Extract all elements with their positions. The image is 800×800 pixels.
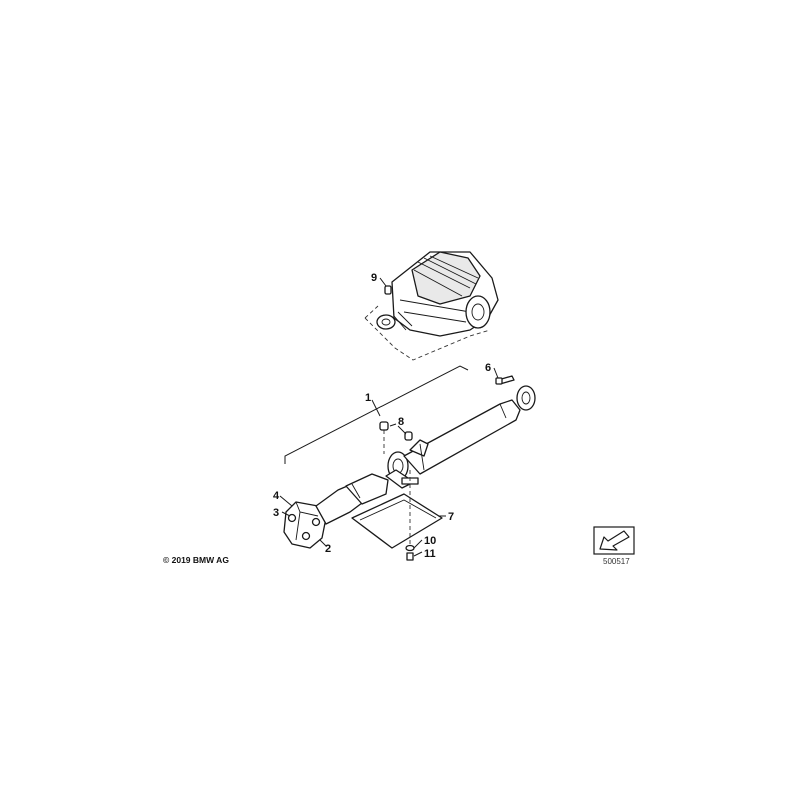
rear-shaft-tube[interactable] (403, 399, 521, 475)
leader-2 (319, 539, 327, 547)
leader-11 (413, 551, 423, 557)
copyright-text: © 2019 BMW AG (163, 555, 229, 565)
heat-shield[interactable] (351, 493, 443, 549)
leader-1 (371, 399, 381, 417)
bracket-line (284, 365, 469, 464)
callout-2: 2 (325, 543, 331, 555)
bolt-8a[interactable] (379, 421, 389, 431)
bolt-8b[interactable] (404, 431, 413, 441)
flexible-disc[interactable] (283, 501, 327, 549)
leader-4 (279, 495, 293, 507)
callout-9: 9 (371, 272, 377, 284)
orientation-arrow-icon (593, 526, 635, 555)
differential-dashed-outline (364, 305, 491, 361)
differential-bolt[interactable] (384, 285, 392, 295)
leader-8 (389, 423, 407, 435)
reference-number: 500517 (603, 557, 630, 566)
leader-10 (413, 539, 423, 549)
callout-6: 6 (485, 362, 491, 374)
callout-7: 7 (448, 511, 454, 523)
washer-10[interactable] (405, 544, 415, 552)
bolt-6[interactable] (495, 375, 515, 385)
leader-6 (493, 367, 499, 379)
bolt-11[interactable] (406, 552, 414, 561)
front-shaft-tube[interactable] (315, 473, 389, 525)
rear-differential[interactable] (376, 251, 499, 337)
leader-3 (281, 511, 291, 517)
leader-9 (379, 277, 387, 287)
callout-11: 11 (424, 548, 436, 560)
callout-4: 4 (273, 490, 280, 502)
callout-3: 3 (273, 507, 279, 519)
callout-10: 10 (424, 535, 436, 547)
callout-8: 8 (398, 416, 404, 428)
callout-1: 1 (365, 392, 371, 404)
rear-joint[interactable] (516, 385, 536, 411)
